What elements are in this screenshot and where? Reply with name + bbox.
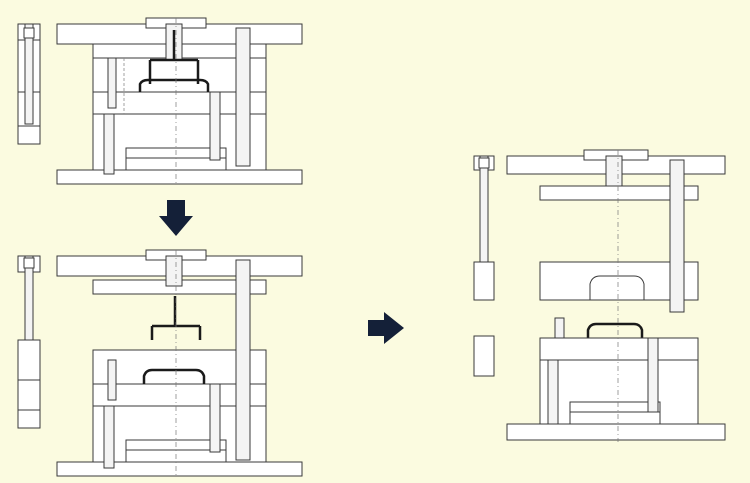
core-plate-3 <box>539 337 699 361</box>
ejector-plate-3 <box>569 401 661 413</box>
ejector-pin <box>209 91 221 161</box>
ejector-pin-2 <box>209 383 221 453</box>
side-view-runner-opened <box>17 255 41 429</box>
return-pin <box>103 113 115 175</box>
arrow-right-icon <box>368 312 404 344</box>
bottom-clamp-plate-2 <box>56 461 303 477</box>
ejector-pin-3 <box>647 337 659 413</box>
side-view-closed <box>17 23 41 145</box>
mold-fully-opened <box>473 149 726 442</box>
sprue-bushing-2 <box>165 255 183 287</box>
puller-bolt <box>107 57 117 109</box>
return-pin-2 <box>103 405 115 469</box>
bottom-clamp-plate-3 <box>506 423 726 441</box>
mold-runner-opened <box>17 249 303 478</box>
runner <box>148 30 200 84</box>
guide-pin <box>235 27 251 167</box>
puller-bolt-2 <box>107 359 117 401</box>
ejector-retainer-3 <box>569 411 661 425</box>
molded-part-3 <box>586 322 644 338</box>
molded-part <box>138 78 210 92</box>
mold-closed <box>17 17 303 186</box>
bottom-clamp-plate <box>56 169 303 185</box>
guide-pin-3 <box>669 159 685 313</box>
sprue-bushing-3 <box>605 155 623 187</box>
side-view-fully-opened <box>473 155 495 377</box>
runner-stripper-plate-3 <box>539 185 699 201</box>
molded-part-2 <box>142 368 206 384</box>
cavity-opening <box>589 275 645 300</box>
arrow-down-icon <box>159 200 193 236</box>
guide-pin-2 <box>235 259 251 461</box>
